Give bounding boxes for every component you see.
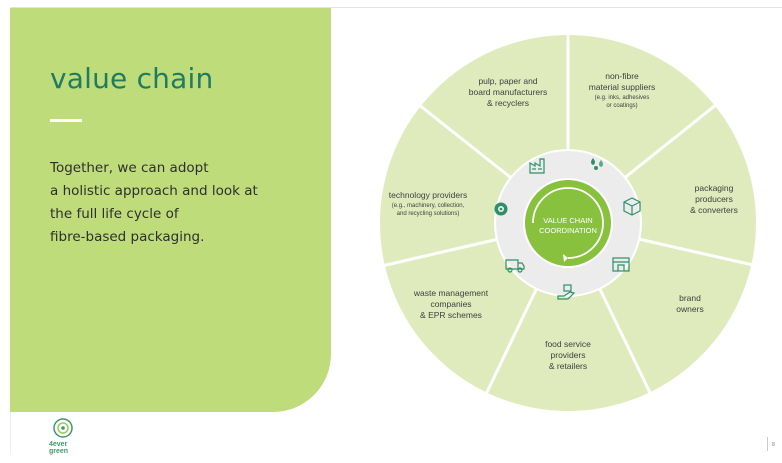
segment-label-sub: (e.g. inks, adhesives or coatings) <box>594 95 650 109</box>
segment-label-main: brand owners <box>676 293 704 314</box>
body-line: the full life cycle of <box>50 206 179 222</box>
segment-label-main: pulp, paper and board manufacturers & re… <box>468 76 548 108</box>
segment-label-main: technology providers <box>388 190 468 200</box>
segment-divider <box>597 285 653 395</box>
segment-label-sub: (e.g., machinery, collection, and recycl… <box>391 203 465 217</box>
segment-label-main: food service providers & retailers <box>545 339 591 371</box>
segment-label-main: packaging producers & converters <box>690 183 738 215</box>
body-text: Together, we can adopt a holistic approa… <box>50 157 320 249</box>
factory-icon <box>529 158 545 174</box>
cycle-arrow-path <box>532 187 604 259</box>
segment-label-food-service: food service providers & retailers <box>528 339 608 372</box>
center-circle <box>523 178 613 268</box>
segment-label-technology: technology providers (e.g., machinery, c… <box>374 190 482 218</box>
truck-icon <box>505 259 525 273</box>
body-line: fibre-based packaging. <box>50 229 205 245</box>
segment-divider <box>621 103 718 181</box>
body-line: a holistic approach and look at <box>50 183 258 199</box>
segment-divider <box>418 103 515 181</box>
slide-title: value chain <box>50 62 214 95</box>
segment-label-main: non-fibre material suppliers <box>588 71 656 92</box>
logo-text: 4ever green <box>49 441 69 455</box>
segment-label-brand-owners: brand owners <box>660 293 720 315</box>
store-icon <box>612 257 630 272</box>
hand-icon <box>557 284 576 300</box>
page-number-tick <box>767 437 768 451</box>
top-border <box>10 7 782 8</box>
segment-label-main: waste management companies & EPR schemes <box>413 288 489 320</box>
segment-divider <box>635 237 754 267</box>
segment-label-pulp-paper: pulp, paper and board manufacturers & re… <box>448 76 568 109</box>
segment-label-packaging: packaging producers & converters <box>672 183 756 216</box>
segment-divider <box>484 285 540 395</box>
title-underline <box>50 119 82 122</box>
segment-dividers <box>382 33 754 395</box>
body-line: Together, we can adopt <box>50 160 209 176</box>
segment-label-waste-management: waste management companies & EPR schemes <box>396 288 506 321</box>
gear-icon <box>494 202 508 216</box>
center-label: VALUE CHAIN COORDINATION <box>539 216 597 235</box>
page-number: 8 <box>772 442 775 448</box>
green-text-panel <box>10 8 331 412</box>
4evergreen-logo-icon <box>53 418 73 438</box>
droplets-icon <box>591 158 603 170</box>
cycle-arrowhead <box>563 254 568 262</box>
segment-label-non-fibre: non-fibre material suppliers (e.g. inks,… <box>570 71 674 110</box>
box-icon <box>623 197 641 216</box>
segment-divider <box>382 237 501 268</box>
